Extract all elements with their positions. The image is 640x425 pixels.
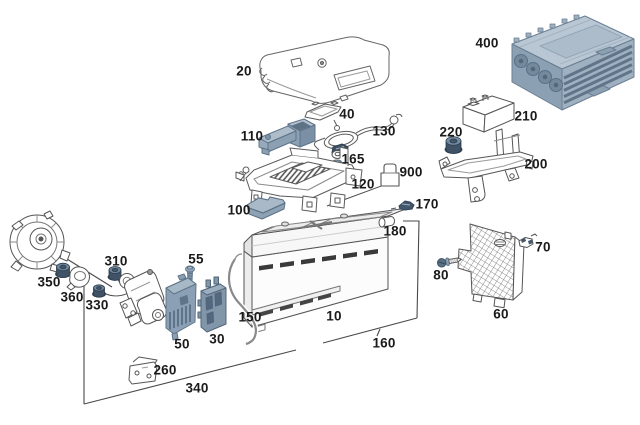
callout-130[interactable]: 130 bbox=[372, 123, 396, 139]
callout-330[interactable]: 330 bbox=[85, 297, 109, 313]
part-180-cap[interactable] bbox=[378, 216, 395, 228]
callout-260[interactable]: 260 bbox=[153, 362, 177, 378]
callout-180[interactable]: 180 bbox=[383, 223, 407, 239]
part-100-cover-lid[interactable] bbox=[246, 196, 286, 220]
part-120-carrier-bracket[interactable] bbox=[235, 146, 363, 213]
part-900-retainer[interactable] bbox=[380, 163, 400, 187]
callout-10[interactable]: 10 bbox=[326, 308, 342, 324]
callout-400[interactable]: 400 bbox=[475, 35, 499, 51]
callout-210[interactable]: 210 bbox=[514, 108, 538, 124]
part-50-cover-panel[interactable] bbox=[165, 273, 197, 341]
part-360-cap[interactable] bbox=[66, 266, 90, 291]
callout-50[interactable]: 50 bbox=[174, 336, 190, 352]
part-210-auxiliary-battery[interactable] bbox=[462, 94, 515, 133]
group-frame-lines bbox=[66, 220, 420, 405]
part-330-nut[interactable] bbox=[92, 284, 106, 298]
starter-artwork[interactable] bbox=[119, 269, 167, 327]
callout-160[interactable]: 160 bbox=[372, 335, 396, 351]
part-400-battery-module[interactable] bbox=[511, 14, 635, 111]
callout-150[interactable]: 150 bbox=[238, 309, 262, 325]
part-60-partition-panel[interactable] bbox=[457, 223, 525, 309]
callout-165[interactable]: 165 bbox=[341, 151, 365, 167]
callout-40[interactable]: 40 bbox=[339, 106, 355, 122]
callout-900[interactable]: 900 bbox=[399, 164, 423, 180]
callout-360[interactable]: 360 bbox=[60, 289, 84, 305]
alternator-artwork[interactable] bbox=[9, 210, 71, 273]
callout-110[interactable]: 110 bbox=[240, 128, 264, 144]
part-150-hose[interactable] bbox=[226, 253, 259, 347]
part-20-cover[interactable] bbox=[259, 36, 390, 104]
callout-220[interactable]: 220 bbox=[439, 124, 463, 140]
part-220-nut[interactable] bbox=[444, 136, 463, 154]
callout-20[interactable]: 20 bbox=[236, 63, 252, 79]
part-200-bracket[interactable] bbox=[438, 128, 534, 203]
part-70-clip[interactable] bbox=[518, 233, 538, 248]
part-110-fuse-box[interactable] bbox=[258, 118, 316, 156]
part-30-bracket[interactable] bbox=[197, 276, 227, 333]
part-170-clip[interactable] bbox=[390, 200, 415, 211]
callout-55[interactable]: 55 bbox=[188, 251, 204, 267]
callout-100[interactable]: 100 bbox=[227, 202, 251, 218]
part-260-bracket[interactable] bbox=[128, 356, 158, 385]
part-10-battery[interactable] bbox=[243, 207, 409, 333]
callout-310[interactable]: 310 bbox=[104, 253, 128, 269]
callout-350[interactable]: 350 bbox=[37, 274, 61, 290]
callout-340[interactable]: 340 bbox=[185, 380, 209, 396]
callout-170[interactable]: 170 bbox=[415, 196, 439, 212]
callout-120[interactable]: 120 bbox=[351, 176, 375, 192]
part-350-nut[interactable] bbox=[55, 262, 71, 278]
callout-60[interactable]: 60 bbox=[493, 306, 509, 322]
callout-200[interactable]: 200 bbox=[524, 156, 548, 172]
callout-80[interactable]: 80 bbox=[433, 267, 449, 283]
part-40-bracket[interactable] bbox=[304, 101, 342, 121]
part-80-screw[interactable] bbox=[437, 255, 462, 268]
callout-30[interactable]: 30 bbox=[209, 331, 225, 347]
callout-70[interactable]: 70 bbox=[535, 239, 551, 255]
